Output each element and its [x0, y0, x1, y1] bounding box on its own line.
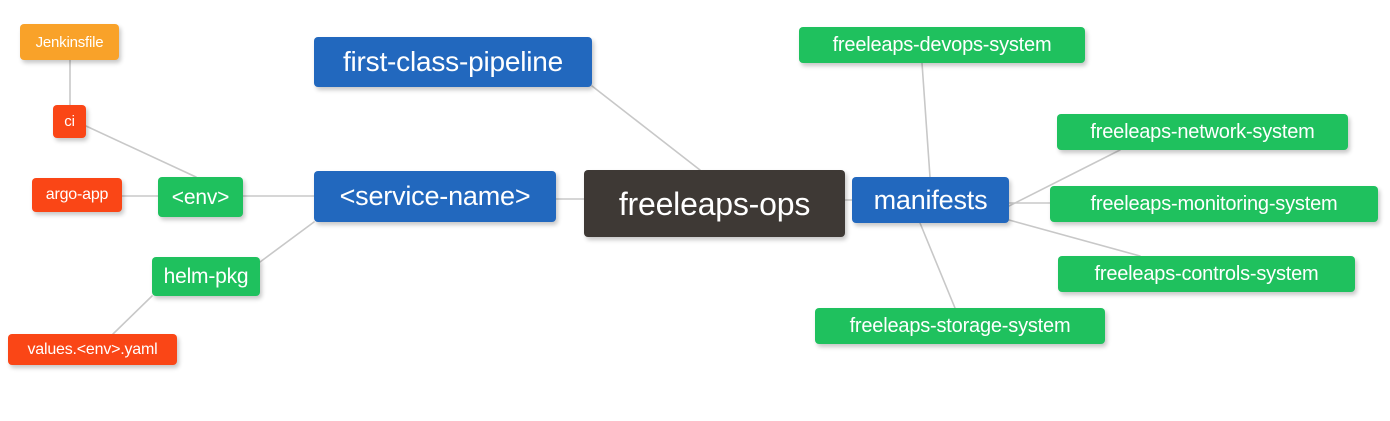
edge-manifests-to-freeleaps-controls-system: [1008, 219, 1141, 257]
edge-manifests-to-freeleaps-storage-system: [919, 222, 956, 309]
node-freeleaps-storage-system[interactable]: freeleaps-storage-system: [815, 308, 1105, 344]
node-service-name[interactable]: <service-name>: [314, 171, 556, 222]
edge-manifests-to-freeleaps-devops-system: [921, 62, 931, 178]
node-label-env: <env>: [171, 185, 230, 209]
node-label-ci: ci: [64, 113, 75, 130]
edge-service-name-to-helm-pkg: [259, 221, 315, 263]
edge-ci-to-env: [85, 125, 197, 178]
node-first-class-pipeline[interactable]: first-class-pipeline: [314, 37, 592, 87]
node-argo-app[interactable]: argo-app: [32, 178, 122, 212]
node-label-helm-pkg: helm-pkg: [163, 265, 249, 288]
node-manifests[interactable]: manifests: [852, 177, 1009, 223]
node-label-freeleaps-storage-system: freeleaps-storage-system: [849, 315, 1071, 337]
node-env[interactable]: <env>: [158, 177, 243, 217]
node-label-freeleaps-devops-system: freeleaps-devops-system: [832, 34, 1052, 56]
node-label-jenkinsfile: Jenkinsfile: [35, 33, 104, 51]
node-freeleaps-devops-system[interactable]: freeleaps-devops-system: [799, 27, 1085, 63]
edge-first-class-pipeline-to-freeleaps-ops: [591, 85, 701, 171]
node-helm-pkg[interactable]: helm-pkg: [152, 257, 260, 296]
node-freeleaps-ops[interactable]: freeleaps-ops: [584, 170, 845, 237]
node-label-values-env-yaml: values.<env>.yaml: [27, 340, 158, 358]
node-freeleaps-controls-system[interactable]: freeleaps-controls-system: [1058, 256, 1355, 292]
node-jenkinsfile[interactable]: Jenkinsfile: [20, 24, 119, 60]
node-label-first-class-pipeline: first-class-pipeline: [342, 46, 564, 77]
node-label-freeleaps-controls-system: freeleaps-controls-system: [1094, 263, 1319, 285]
node-ci[interactable]: ci: [53, 105, 86, 138]
node-label-service-name: <service-name>: [339, 181, 531, 211]
node-label-freeleaps-ops: freeleaps-ops: [618, 185, 811, 222]
node-values-env-yaml[interactable]: values.<env>.yaml: [8, 334, 177, 365]
node-label-freeleaps-network-system: freeleaps-network-system: [1090, 121, 1315, 143]
edge-helm-pkg-to-values-env-yaml: [112, 295, 153, 335]
node-label-freeleaps-monitoring-system: freeleaps-monitoring-system: [1090, 193, 1338, 215]
node-label-manifests: manifests: [873, 184, 988, 215]
node-label-argo-app: argo-app: [45, 186, 109, 203]
node-freeleaps-network-system[interactable]: freeleaps-network-system: [1057, 114, 1348, 150]
node-freeleaps-monitoring-system[interactable]: freeleaps-monitoring-system: [1050, 186, 1378, 222]
